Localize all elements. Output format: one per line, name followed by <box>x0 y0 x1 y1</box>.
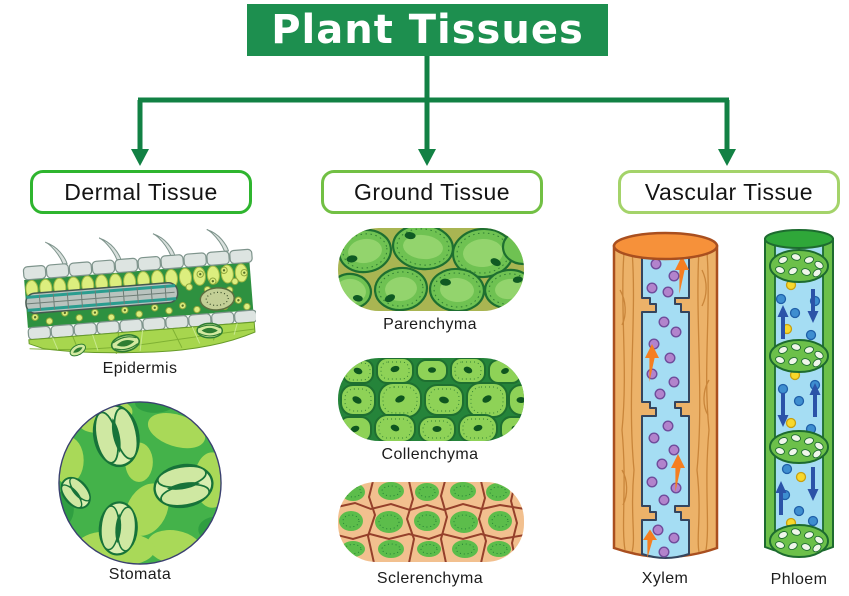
phloem-illustration <box>764 229 834 558</box>
epidermis-illustration <box>22 229 256 357</box>
page-title: Plant Tissues <box>271 7 584 53</box>
sclerenchyma-illustration <box>338 482 524 562</box>
caption-parenchyma: Parenchyma <box>383 316 477 333</box>
branch-label-dermal: Dermal Tissue <box>64 178 218 205</box>
caption-epidermis: Epidermis <box>102 360 178 377</box>
caption-collenchyma: Collenchyma <box>381 446 479 463</box>
caption-sclerenchyma: Sclerenchyma <box>376 570 484 587</box>
title-banner: Plant Tissues <box>247 4 608 56</box>
branch-box-vascular: Vascular Tissue <box>618 170 840 214</box>
collenchyma-illustration <box>338 358 524 441</box>
caption-stomata: Stomata <box>108 566 172 583</box>
branch-box-dermal: Dermal Tissue <box>30 170 252 214</box>
xylem-illustration <box>612 231 719 559</box>
parenchyma-illustration <box>338 228 524 311</box>
branch-box-ground: Ground Tissue <box>321 170 543 214</box>
caption-phloem: Phloem <box>770 571 828 588</box>
caption-xylem: Xylem <box>641 570 689 587</box>
stomata-illustration <box>58 401 222 565</box>
branch-label-ground: Ground Tissue <box>353 178 511 205</box>
branch-label-vascular: Vascular Tissue <box>644 178 814 205</box>
